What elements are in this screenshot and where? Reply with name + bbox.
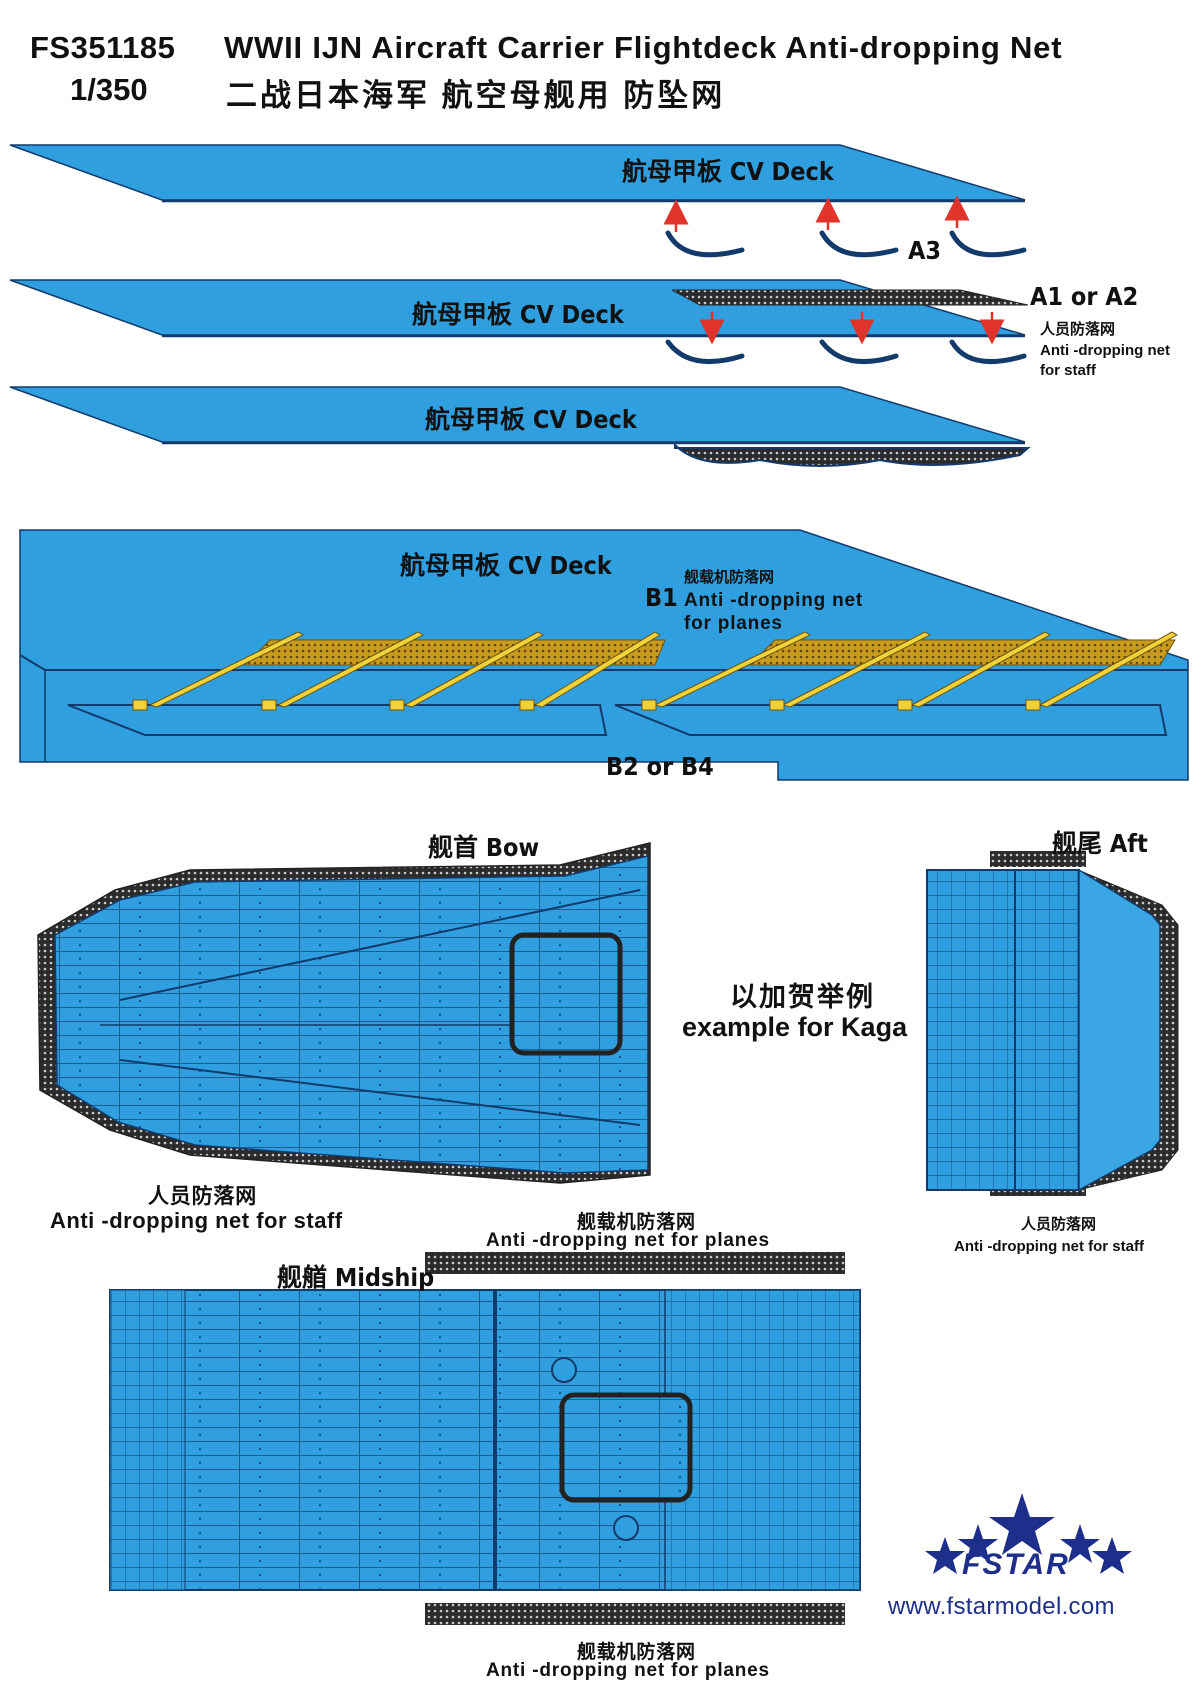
- staff-net-en-label-2: for staff: [1040, 362, 1096, 379]
- planes-net-cn-label: 舰载机防落网: [684, 569, 775, 586]
- down-arrows: [699, 312, 1005, 345]
- bow-label: 舰首 Bow: [428, 833, 540, 862]
- bow-staff-net-en: Anti -dropping net for staff: [50, 1208, 343, 1233]
- deck-plate-3: [9, 386, 1026, 445]
- midship-label: 舰艏 Midship: [277, 1263, 435, 1292]
- a3-clips-under: [665, 339, 1027, 364]
- deck-label-4: 航母甲板 CV Deck: [400, 551, 612, 580]
- part-b1-label: B1: [645, 583, 678, 612]
- a3-clips: [665, 230, 1027, 258]
- title-chinese: 二战日本海军 航空母舰用 防坠网: [226, 78, 726, 113]
- title-english: WWII IJN Aircraft Carrier Flightdeck Ant…: [224, 30, 1063, 65]
- example-en: example for Kaga: [682, 1012, 908, 1042]
- part-a3-label: A3: [908, 236, 942, 265]
- star-logo-icon: [925, 1493, 1132, 1574]
- planes-net-en-label-2: for planes: [684, 613, 783, 634]
- up-arrows: [663, 195, 970, 232]
- deck-label-2: 航母甲板 CV Deck: [412, 300, 624, 329]
- product-code: FS351185: [30, 30, 176, 65]
- aft-staff-net-cn: 人员防落网: [1021, 1216, 1097, 1233]
- brand-logo-text: FSTAR: [962, 1548, 1070, 1581]
- scale-label: 1/350: [70, 72, 148, 107]
- part-a1-a2-label: A1 or A2: [1030, 282, 1139, 311]
- bow-staff-net-cn: 人员防落网: [148, 1185, 257, 1208]
- deck-label-3: 航母甲板 CV Deck: [425, 405, 637, 434]
- bow-deck: [37, 842, 651, 1184]
- midship-bottom-net-en: Anti -dropping net for planes: [486, 1660, 770, 1681]
- deck-label-1: 航母甲板 CV Deck: [622, 157, 834, 186]
- staff-net-cn-label: 人员防落网: [1040, 321, 1116, 338]
- staff-net-a1: [671, 289, 1029, 306]
- midship-top-net-cn: 舰载机防落网: [577, 1212, 696, 1233]
- aft-staff-net-en: Anti -dropping net for staff: [954, 1238, 1144, 1255]
- midship-deck: [109, 1252, 861, 1625]
- aft-label: 舰尾 Aft: [1052, 829, 1148, 858]
- net-support-arms: [132, 631, 1179, 711]
- planes-net-en-label-1: Anti -dropping net: [684, 590, 864, 611]
- example-cn: 以加贺举例: [730, 982, 875, 1012]
- midship-bottom-net-cn: 舰载机防落网: [577, 1642, 696, 1663]
- deck-plate-1: [9, 144, 1026, 203]
- midship-top-net-en: Anti -dropping net for planes: [486, 1230, 770, 1251]
- staff-net-en-label-1: Anti -dropping net: [1040, 342, 1170, 359]
- website-link[interactable]: www.fstarmodel.com: [888, 1593, 1115, 1620]
- assembled-net: [674, 442, 1031, 467]
- aft-deck: [926, 851, 1179, 1196]
- part-b2-b4-label: B2 or B4: [606, 752, 714, 781]
